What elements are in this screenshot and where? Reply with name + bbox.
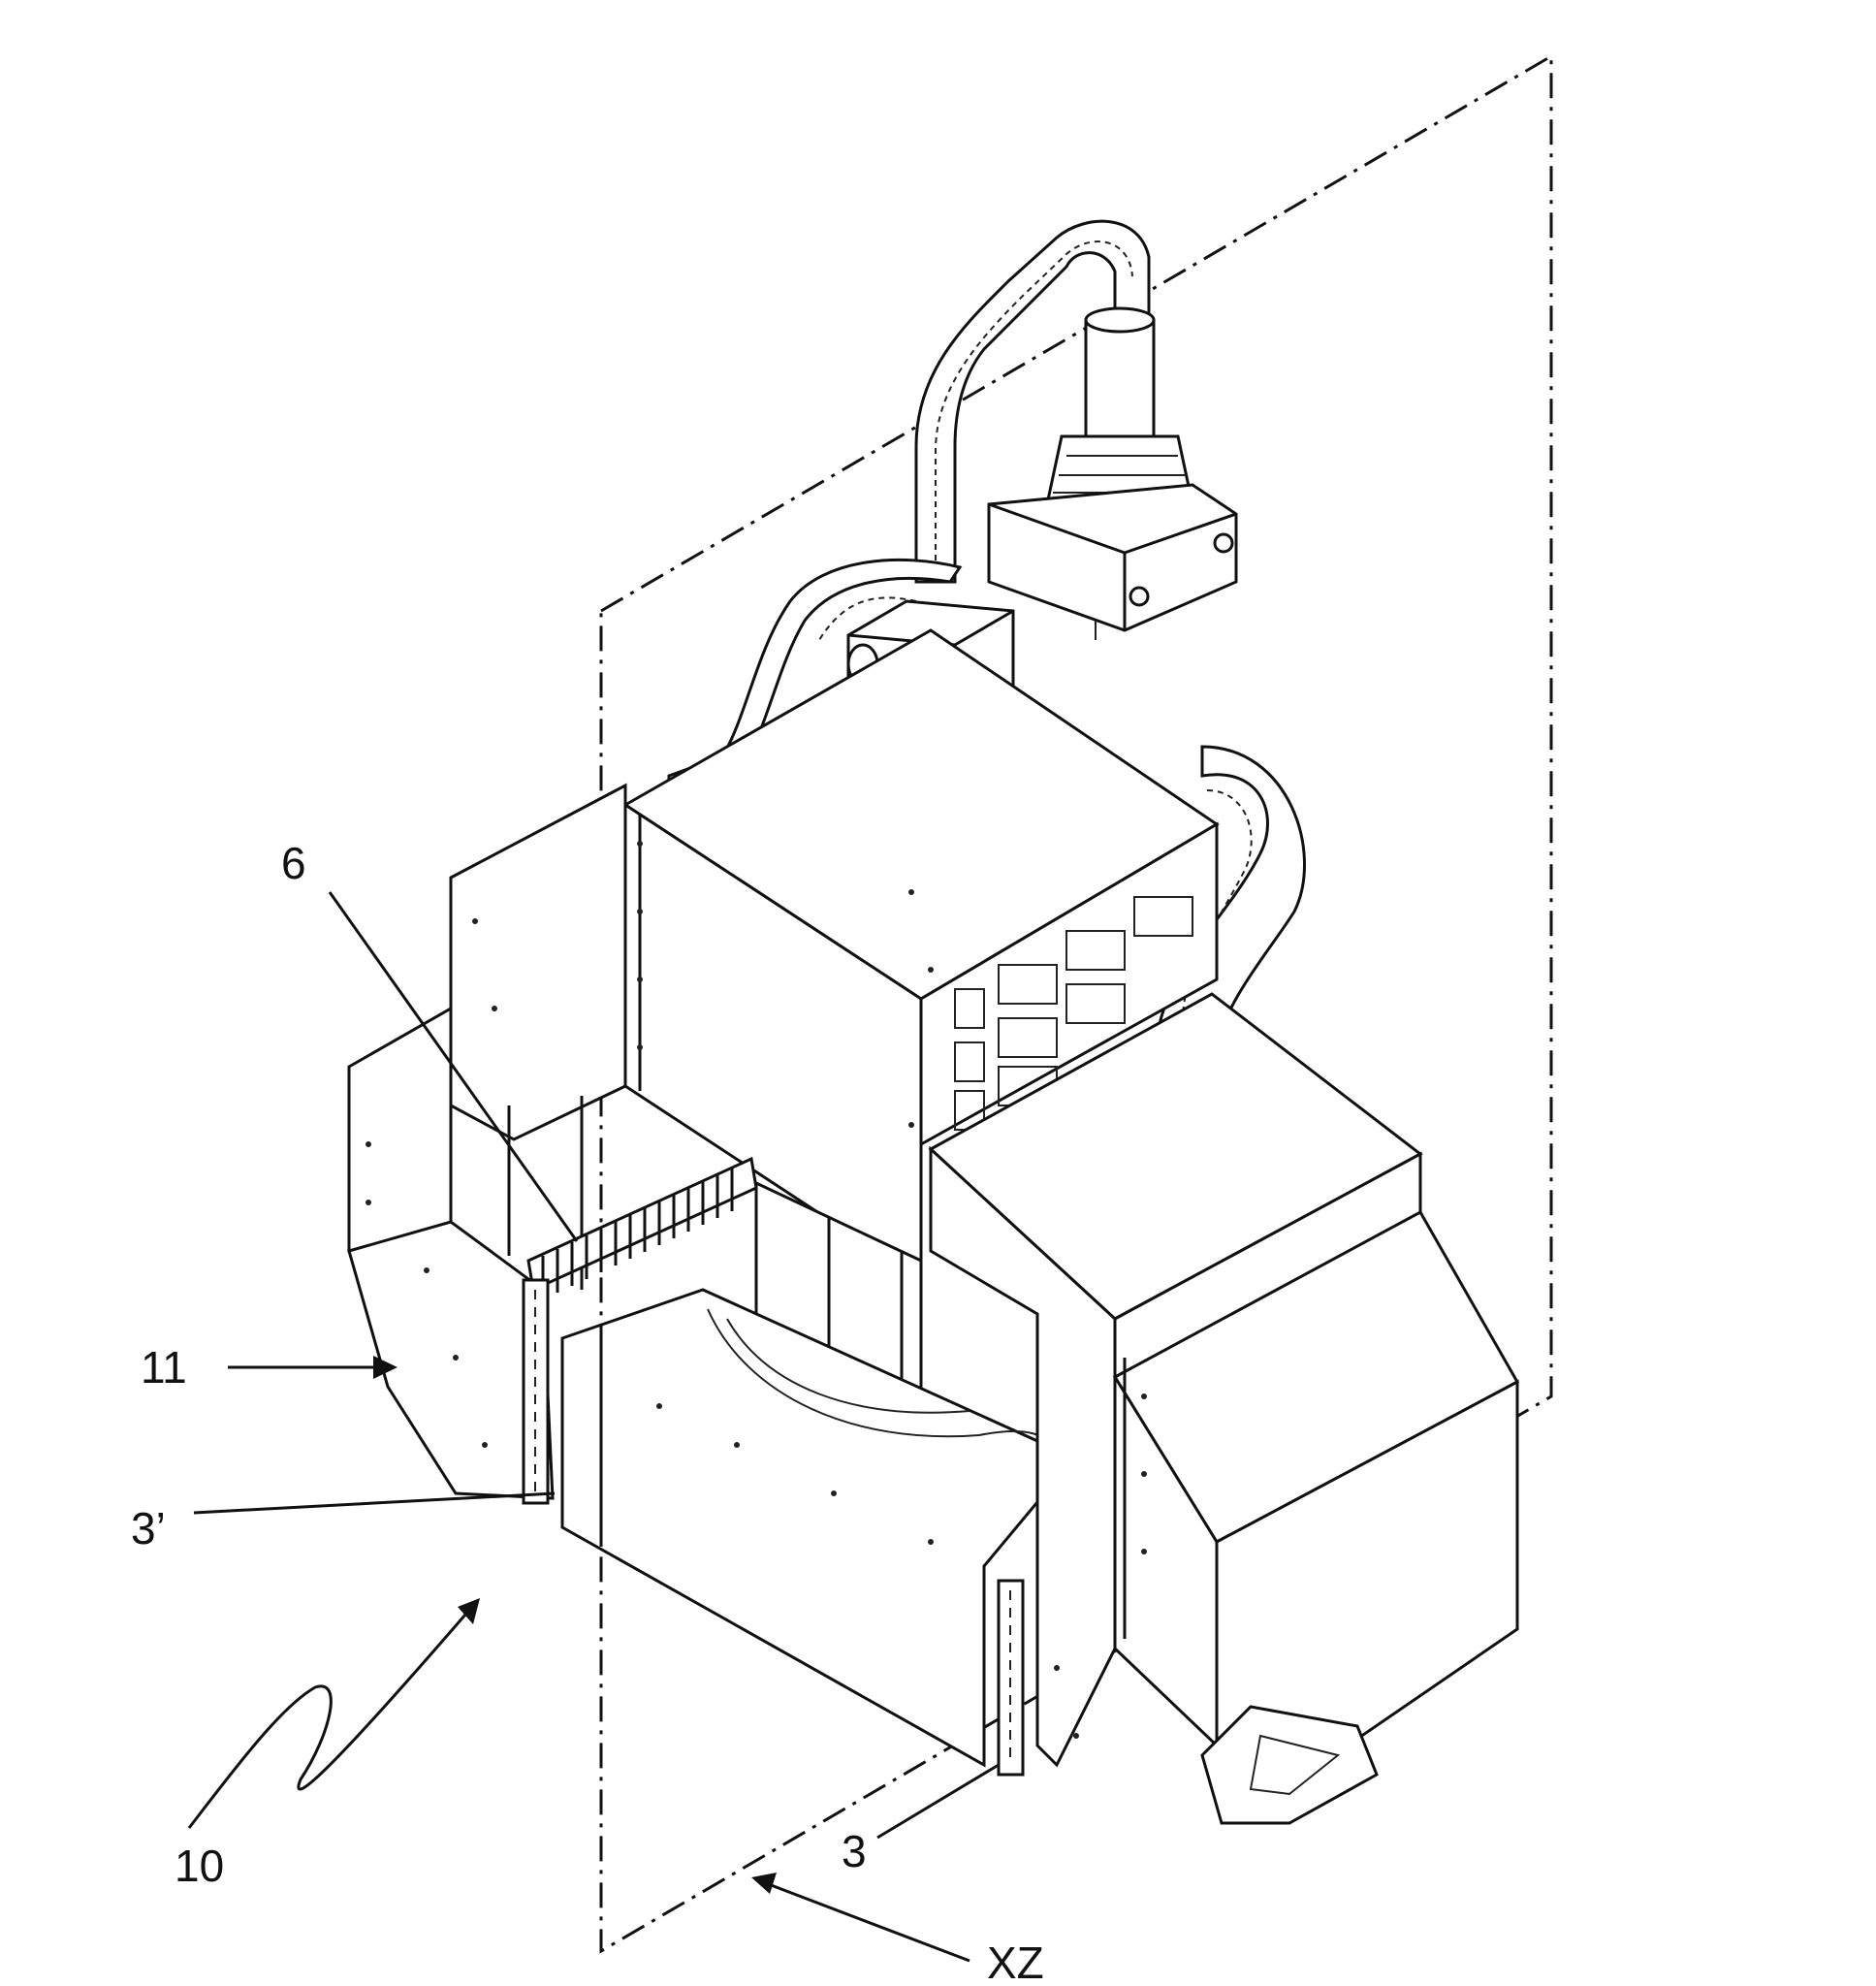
leader-3 <box>877 1765 999 1838</box>
right-housing <box>931 994 1517 1823</box>
arrowhead-xz <box>751 1873 777 1894</box>
label-xz: XZ <box>987 1938 1044 1986</box>
leader-xz <box>766 1883 970 1961</box>
label-10: 10 <box>175 1841 224 1891</box>
leader-3prime <box>194 1493 555 1513</box>
leader-10 <box>189 1615 465 1828</box>
label-6: 6 <box>281 838 306 888</box>
lower-front-housing <box>524 1280 1057 1765</box>
label-3-prime: 3’ <box>131 1503 166 1554</box>
heat-sink-fins <box>528 1159 756 1299</box>
label-3: 3 <box>842 1826 867 1876</box>
label-11: 11 <box>141 1342 187 1393</box>
